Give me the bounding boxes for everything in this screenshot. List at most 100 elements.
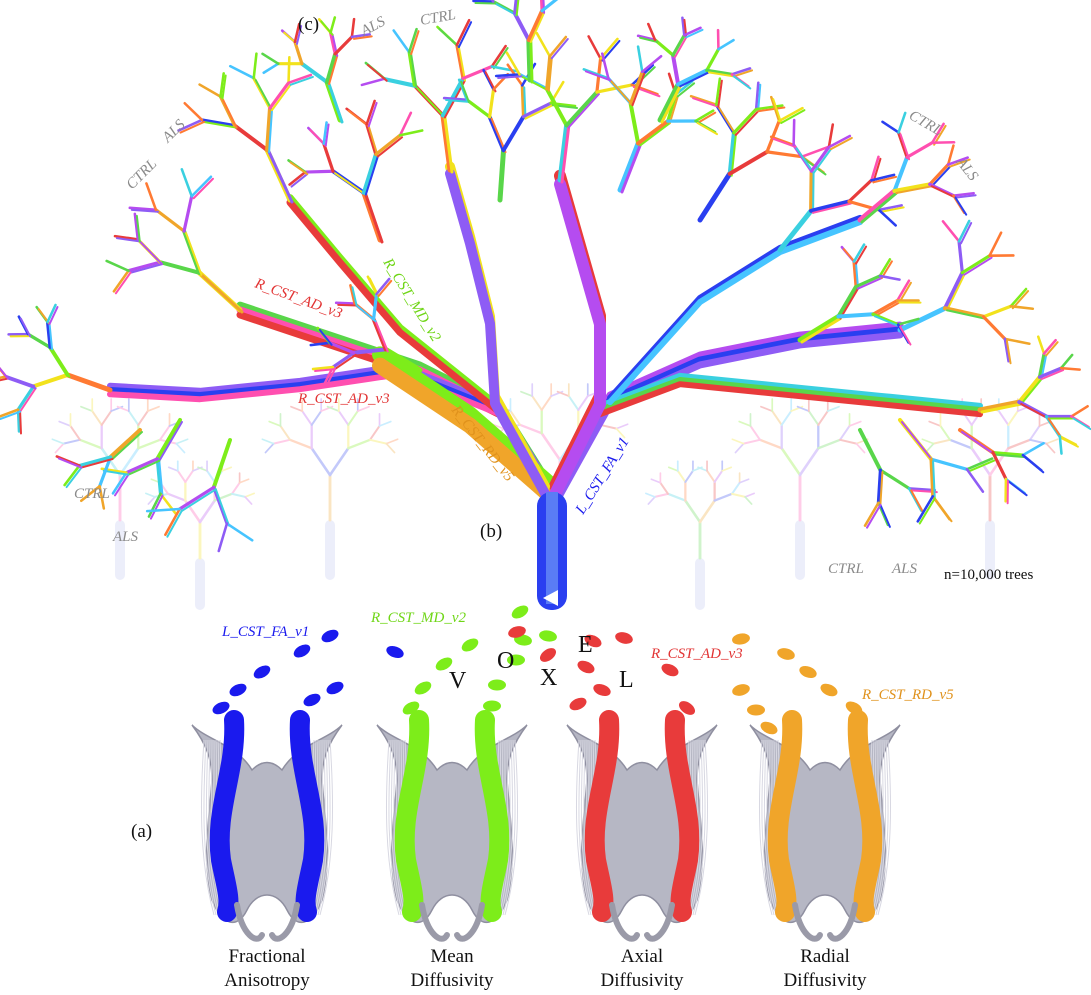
- limb-right-mid: [607, 219, 863, 406]
- tree-branch: [138, 240, 164, 266]
- tree-branch: [158, 421, 183, 462]
- tree-branch: [252, 52, 258, 80]
- tree-branch: [933, 497, 953, 523]
- tree-branch: [127, 459, 161, 476]
- tree-branch: [676, 82, 696, 98]
- tree-branch: [513, 0, 518, 15]
- tree-branch: [529, 11, 546, 44]
- tree-branch: [111, 431, 143, 461]
- tree-branch: [105, 259, 130, 273]
- voxel-dot: [747, 704, 765, 716]
- tree-branch: [455, 18, 471, 47]
- tree-branch: [855, 245, 868, 265]
- bg-tree-branch: [599, 423, 618, 430]
- voxel-dot: [508, 626, 526, 638]
- tree-branch: [488, 87, 496, 119]
- tree-branch: [325, 51, 338, 85]
- tree-branch: [350, 17, 356, 39]
- tree-branch: [19, 410, 22, 435]
- tree-branch: [941, 220, 961, 243]
- tree-branch: [77, 455, 113, 468]
- tree-branch: [268, 81, 291, 110]
- bg-tree-branch: [550, 390, 564, 397]
- tree-branch: [526, 8, 545, 43]
- tree-branch: [474, 1, 497, 5]
- bg-tree-branch: [520, 390, 534, 397]
- tree-branch: [980, 402, 1023, 414]
- tree-branch: [757, 83, 762, 113]
- bg-tree-branch: [197, 466, 208, 472]
- tree-branch: [898, 281, 912, 304]
- cst-tract-left: [767, 710, 803, 922]
- bg-tree-branch: [369, 424, 381, 441]
- tree-branch: [299, 61, 330, 85]
- voxel-dot: [229, 683, 247, 697]
- bg-tree-branch: [758, 438, 783, 450]
- tree-branch: [65, 466, 83, 489]
- tree-branch: [199, 273, 244, 314]
- tree-branch: [1058, 435, 1063, 455]
- tree-branch: [159, 492, 178, 516]
- bg-tree-branch: [206, 469, 216, 483]
- bg-tree-branch: [734, 442, 745, 454]
- voxel-letter-x: X: [540, 665, 557, 691]
- bg-tree-branch: [91, 410, 103, 426]
- bg-tree-branch: [731, 481, 741, 495]
- tree-branch: [876, 468, 883, 505]
- tree-branch: [892, 155, 910, 194]
- tree-branch: [180, 488, 217, 512]
- tree-branch: [360, 77, 386, 87]
- voxel-dot: [593, 683, 611, 697]
- tree-branch: [526, 37, 533, 83]
- bg-tree-branch: [692, 466, 703, 472]
- tree-branch: [325, 368, 336, 388]
- tree-branch: [600, 52, 610, 80]
- tree-trunk: [537, 492, 567, 610]
- tree-branch: [539, 0, 544, 13]
- tree-branch: [225, 522, 254, 542]
- tree-branch: [560, 125, 571, 184]
- bg-tree-branch: [167, 466, 179, 472]
- tree-branch: [497, 75, 523, 79]
- bg-tree-branch: [337, 410, 350, 426]
- tree-branch: [398, 129, 424, 137]
- tree-branch: [905, 141, 934, 159]
- tree-branch: [957, 239, 964, 275]
- bg-tree-trunk: [325, 520, 335, 580]
- bg-tree-branch: [948, 438, 973, 450]
- tree-branch: [809, 199, 851, 213]
- bg-tree-branch: [731, 438, 745, 445]
- tree-branch: [219, 72, 225, 98]
- tree-branch: [365, 99, 376, 126]
- tree-branch: [333, 353, 357, 371]
- tree-branch: [777, 106, 804, 123]
- tree-branch: [55, 455, 81, 467]
- tree-branch: [732, 69, 754, 78]
- caption-ad-line2: Diffusivity: [600, 970, 684, 991]
- tree-branch: [705, 68, 734, 76]
- tree-branch: [520, 75, 550, 92]
- tree-branch: [636, 34, 657, 42]
- tree-branch: [692, 97, 720, 108]
- tree-branch: [349, 284, 356, 305]
- fibre-line: [504, 739, 519, 916]
- bg-tree-branch: [268, 420, 282, 427]
- bg-tree-branch: [118, 446, 140, 477]
- tree-branch: [457, 21, 473, 49]
- tree-branch: [780, 109, 806, 124]
- tree-branch: [754, 81, 760, 111]
- tree-branch: [261, 52, 280, 65]
- tree-branch: [880, 260, 893, 279]
- voxel-dot: [539, 648, 557, 662]
- tree-branch: [1070, 405, 1089, 418]
- voxel-dot: [212, 701, 230, 715]
- tree-branch: [991, 450, 1008, 481]
- tree-branch: [1040, 369, 1065, 381]
- voxel-dot: [777, 648, 795, 660]
- tree-branch: [582, 68, 610, 80]
- caption-rd-line2: Diffusivity: [783, 970, 867, 991]
- bg-tree-trunk: [195, 558, 205, 610]
- caption-rd-line1: Radial: [800, 946, 850, 967]
- tree-branch: [620, 143, 642, 194]
- tree-branch: [930, 140, 956, 145]
